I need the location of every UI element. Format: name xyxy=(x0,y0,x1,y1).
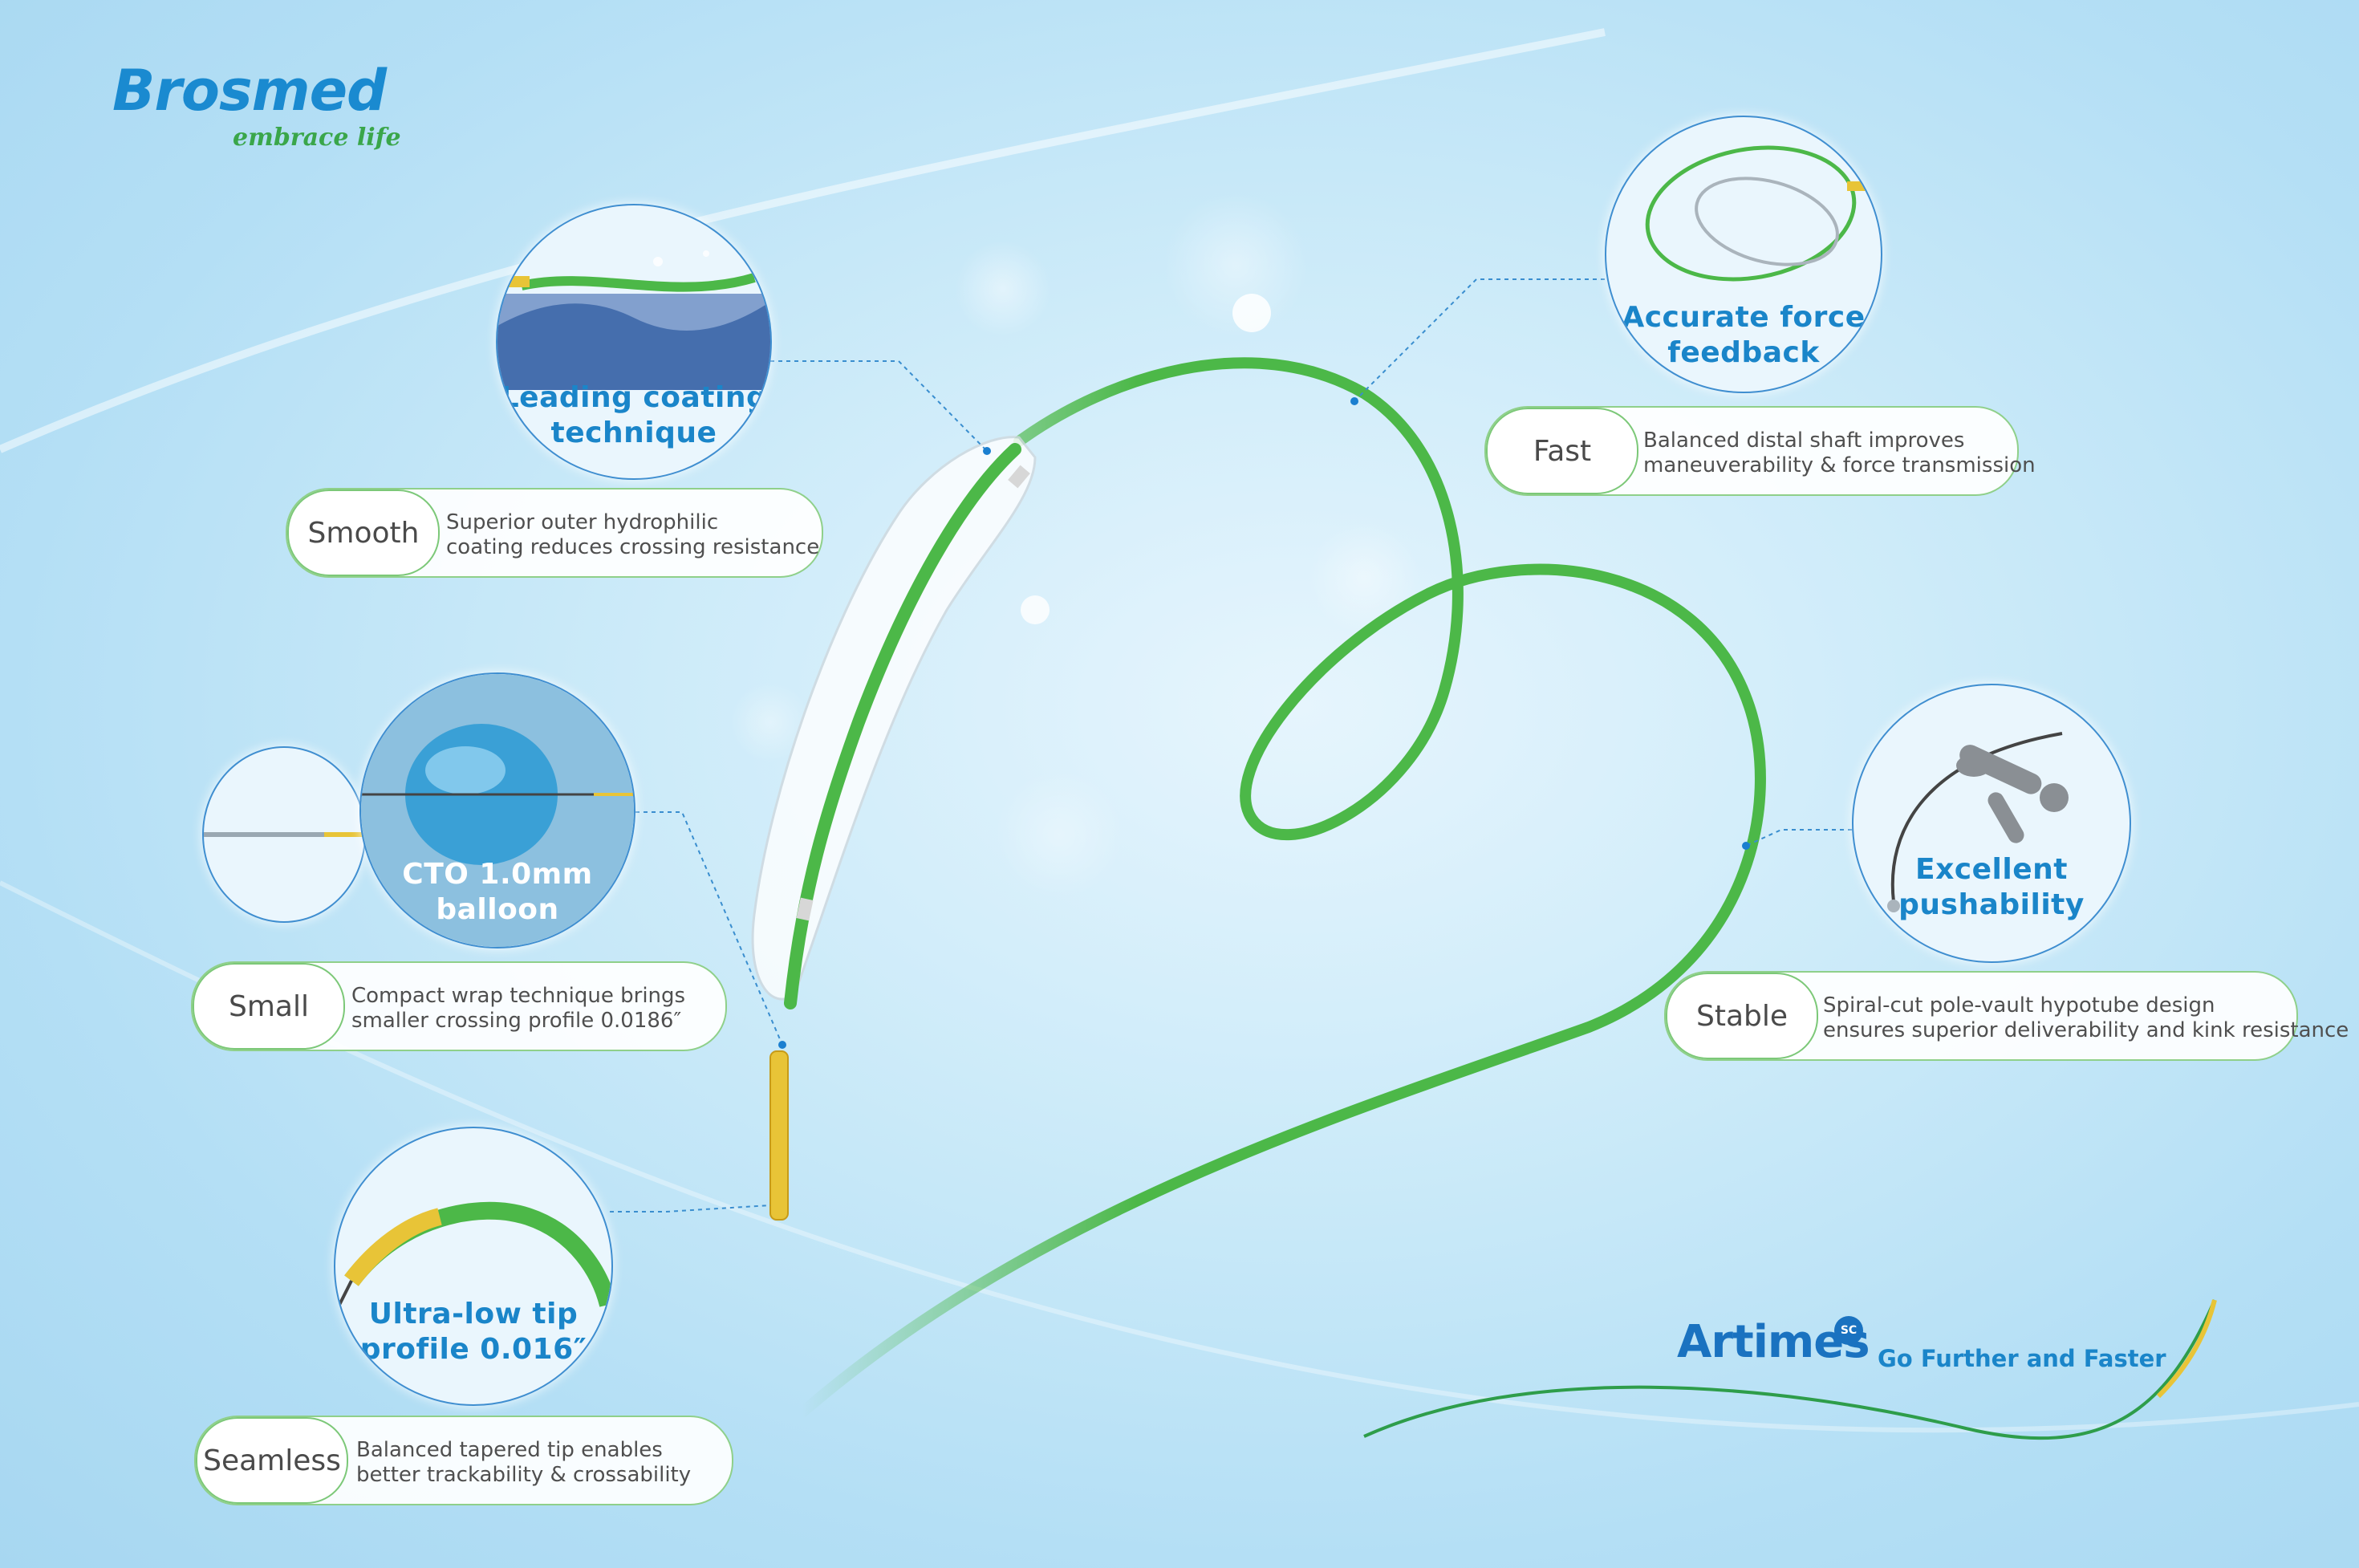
feature-balloon-circle: CTO 1.0mm balloon xyxy=(359,672,635,949)
feature-smooth-desc: Superior outer hydrophilic coating reduc… xyxy=(446,510,820,559)
feature-stable-label: Stable xyxy=(1666,973,1818,1059)
brand-name: Brosmed xyxy=(112,58,387,124)
feature-fast-desc: Balanced distal shaft improves maneuvera… xyxy=(1643,429,2036,477)
feature-tip-circle: Ultra-low tip profile 0.016″ xyxy=(334,1127,613,1406)
catheter-wire-image xyxy=(204,832,364,837)
feature-seamless-desc: Balanced tapered tip enables better trac… xyxy=(356,1438,692,1487)
feature-push-circle: Excellent pushability xyxy=(1852,684,2131,963)
feature-stable-desc: Spiral-cut pole-vault hypotube design en… xyxy=(1823,993,2349,1042)
feature-smooth-label: Smooth xyxy=(287,489,440,576)
balloon-image xyxy=(361,674,634,947)
feature-stable-pill: Stable Spiral-cut pole-vault hypotube de… xyxy=(1664,971,2349,1061)
feature-balloon-title: CTO 1.0mm balloon xyxy=(402,858,593,926)
feature-seamless-label: Seamless xyxy=(196,1417,348,1504)
pole-vaulter-icon xyxy=(1887,732,2069,912)
product-slogan: Go Further and Faster xyxy=(1878,1345,2166,1372)
feature-fast-pill: Fast Balanced distal shaft improves mane… xyxy=(1484,406,2036,496)
feature-small-desc: Compact wrap technique brings smaller cr… xyxy=(351,984,686,1033)
catheter-shaft xyxy=(797,357,1766,1418)
feature-push-title: Excellent pushability xyxy=(1898,853,2085,921)
feature-seamless-pill: Seamless Balanced tapered tip enables be… xyxy=(194,1416,733,1505)
feature-force-circle: Accurate force feedback xyxy=(1605,116,1882,393)
feature-tip-title: Ultra-low tip profile 0.016″ xyxy=(359,1298,587,1366)
feature-small-label: Small xyxy=(193,963,345,1050)
water-splash-image xyxy=(497,250,770,390)
catheter-loop-image xyxy=(1645,145,1871,282)
feature-force-title: Accurate force feedback xyxy=(1622,301,1866,369)
feature-coating-title: Leading coating technique xyxy=(500,381,768,449)
feature-small-pill: Small Compact wrap technique brings smal… xyxy=(191,961,727,1051)
feature-fast-label: Fast xyxy=(1486,408,1638,494)
balloon-small-circle xyxy=(202,746,366,923)
feature-smooth-pill: Smooth Superior outer hydrophilic coatin… xyxy=(286,488,823,578)
brand-tagline: embrace life xyxy=(233,124,401,152)
product-badge: SC xyxy=(1834,1316,1863,1345)
feature-coating-circle: Leading coating technique xyxy=(496,204,772,480)
catheter-tip-image xyxy=(335,1201,611,1314)
